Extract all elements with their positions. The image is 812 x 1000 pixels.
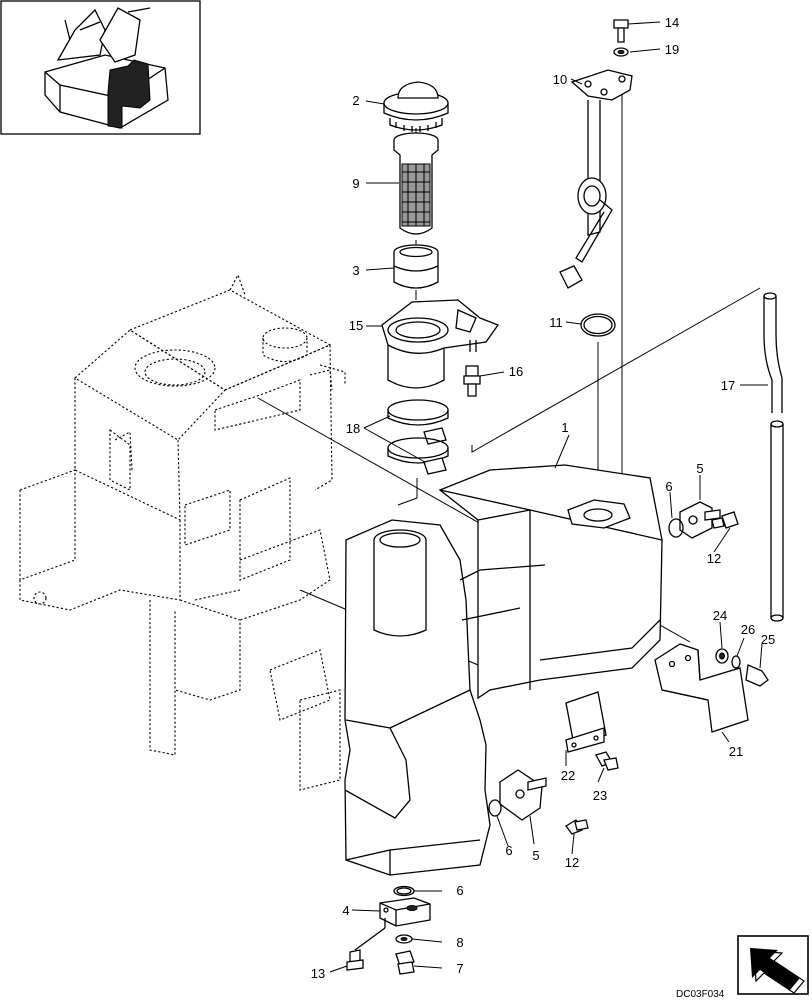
callout-13: 13 (311, 966, 325, 981)
callout-8: 8 (456, 935, 463, 950)
strap-bracket (565, 691, 619, 771)
upper-bracket-fittings (668, 501, 739, 539)
lower-bracket-fittings (488, 769, 589, 835)
callout-11: 11 (549, 315, 563, 330)
orientation-arrow-icon (737, 935, 809, 995)
callout-6-upper: 6 (665, 479, 672, 494)
callout-22: 22 (561, 768, 575, 783)
adapter-ring (393, 244, 439, 289)
callout-16: 16 (509, 364, 523, 379)
callout-3: 3 (352, 263, 359, 278)
fuel-tank (344, 464, 663, 876)
callout-12-lower: 12 (565, 855, 579, 870)
strainer (393, 132, 439, 235)
callout-4: 4 (342, 903, 349, 918)
sender-screw-washer (613, 19, 629, 57)
callout-14: 14 (665, 15, 679, 30)
callout-26: 26 (741, 622, 755, 637)
filler-neck (381, 299, 500, 389)
leader-lines (329, 21, 768, 973)
callout-labels: 1 2 3 4 5 5 6 6 6 7 8 9 10 11 12 12 13 1… (311, 15, 775, 981)
callout-23: 23 (593, 788, 607, 803)
callout-5-lower: 5 (532, 848, 539, 863)
drawing-code: DC03F034 (676, 989, 725, 1000)
fitting (463, 365, 481, 397)
callout-1: 1 (561, 420, 568, 435)
machine-frame-outline (19, 273, 346, 791)
callout-7: 7 (456, 961, 463, 976)
callout-9: 9 (352, 176, 359, 191)
locator-thumbnail (0, 0, 201, 135)
callout-15: 15 (349, 318, 363, 333)
callout-10: 10 (553, 72, 567, 87)
mounting-bracket (654, 643, 769, 733)
callout-24: 24 (713, 608, 727, 623)
callout-19: 19 (665, 42, 679, 57)
hose-clamps (387, 399, 449, 475)
callout-6-lower: 6 (505, 843, 512, 858)
callout-25: 25 (761, 632, 775, 647)
drain-fittings (346, 885, 431, 975)
callout-17: 17 (721, 378, 735, 393)
filler-cap (383, 81, 449, 132)
callout-12-upper: 12 (707, 551, 721, 566)
vent-hose (763, 292, 784, 622)
o-ring-sender (580, 313, 616, 337)
callout-21: 21 (729, 744, 743, 759)
callout-18: 18 (346, 421, 360, 436)
fuel-sender (559, 69, 633, 289)
callout-2: 2 (352, 93, 359, 108)
callout-6-bottom: 6 (456, 883, 463, 898)
callout-5-upper: 5 (696, 461, 703, 476)
